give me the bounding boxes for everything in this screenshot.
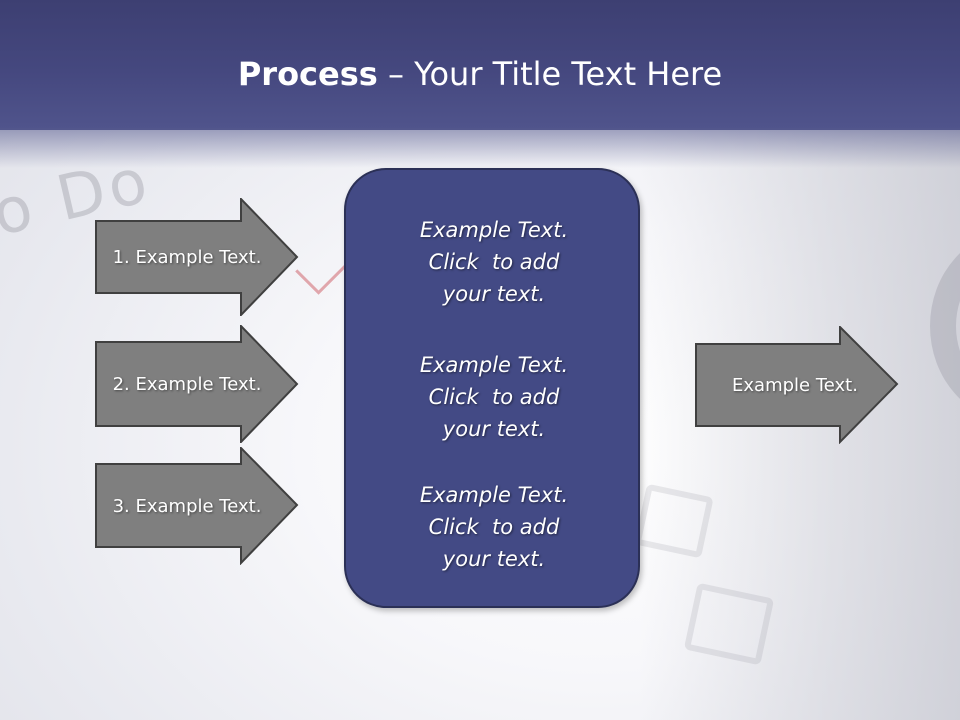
- arrow-shape: [95, 447, 299, 565]
- center-text-line: Click to add: [428, 250, 560, 274]
- process-center-box[interactable]: Example Text. Click to add your text. Ex…: [344, 168, 640, 608]
- title-bar-fade: [0, 128, 960, 168]
- slide-title[interactable]: Process – Your Title Text Here: [0, 52, 960, 96]
- center-text-line: Click to add: [428, 385, 560, 409]
- center-text-line: Example Text.: [419, 483, 569, 507]
- process-step-label: 2. Example Text.: [112, 373, 262, 395]
- title-bold-part: Process: [237, 55, 378, 93]
- center-text-line: your text.: [442, 282, 546, 306]
- arrow-shape: [695, 326, 899, 444]
- process-step-arrow-2[interactable]: 2. Example Text.: [95, 325, 301, 443]
- process-step-arrow-1[interactable]: 1. Example Text.: [95, 198, 301, 316]
- center-text-line: Click to add: [428, 515, 560, 539]
- center-text-block-1[interactable]: Example Text. Click to add your text.: [346, 214, 642, 310]
- arrow-shape: [95, 198, 299, 316]
- process-step-arrow-3[interactable]: 3. Example Text.: [95, 447, 301, 565]
- center-text-line: Example Text.: [419, 353, 569, 377]
- center-text-block-3[interactable]: Example Text. Click to add your text.: [346, 479, 642, 575]
- process-step-label: 3. Example Text.: [112, 495, 262, 517]
- center-text-line: Example Text.: [419, 218, 569, 242]
- process-step-label: 1. Example Text.: [112, 246, 262, 268]
- arrow-shape: [95, 325, 299, 443]
- center-text-line: your text.: [442, 547, 546, 571]
- title-bar: [0, 0, 960, 130]
- title-rest-part: – Your Title Text Here: [377, 55, 723, 93]
- center-text-block-2[interactable]: Example Text. Click to add your text.: [346, 349, 642, 445]
- process-result-label: Example Text.: [732, 374, 858, 396]
- center-text-line: your text.: [442, 417, 546, 441]
- process-result-arrow[interactable]: Example Text.: [695, 326, 901, 444]
